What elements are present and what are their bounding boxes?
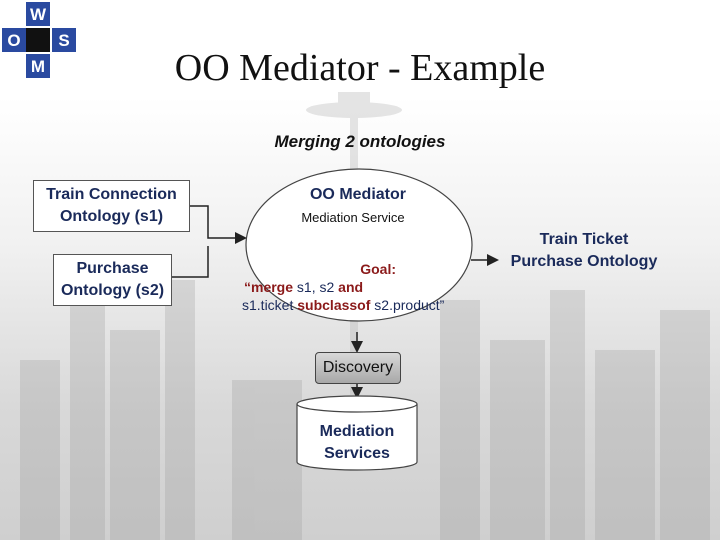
logo-graphic: W S M O — [2, 2, 76, 78]
mediation-services-line2: Services — [324, 445, 390, 462]
logo-letter-m: M — [31, 57, 45, 76]
goal-merge: “merge — [244, 279, 294, 295]
mediation-services-line1: Mediation — [319, 423, 395, 440]
oo-mediator-label: OO Mediator — [309, 186, 406, 203]
logo-letter-w: W — [30, 5, 47, 24]
repository-cylinder — [296, 395, 418, 471]
logo-letter-s: S — [58, 31, 69, 50]
subtitle: Merging 2 ontologies — [274, 132, 446, 151]
connector-s2 — [170, 246, 209, 278]
purchase-line1: Purchase — [76, 260, 149, 277]
goal-ticket: s1.ticket — [242, 297, 298, 313]
purchase-line2: Ontology (s2) — [60, 282, 165, 299]
discovery-box: Discovery — [315, 352, 401, 384]
goal-line-2: s1.ticket subclassof s2.product” — [240, 296, 476, 314]
goal-product: s2.product” — [370, 297, 445, 313]
mediation-service-label: Mediation Service — [301, 210, 405, 225]
mediator-ellipse — [245, 168, 473, 322]
train-ticket-purchase-ontology: Train Ticket Purchase Ontology — [498, 229, 670, 273]
mediation-services-label: Mediation Services — [297, 421, 417, 465]
page-title: OO Mediator - Example — [174, 47, 546, 89]
train-connection-line2: Ontology (s1) — [59, 208, 164, 225]
train-ticket-line1: Train Ticket — [539, 231, 629, 248]
goal-subclassof: subclassof — [297, 297, 371, 313]
connector-s1 — [188, 205, 247, 244]
purchase-ontology-box: Purchase Ontology (s2) — [53, 254, 172, 306]
logo-letter-o: O — [7, 31, 20, 50]
train-connection-line1: Train Connection — [46, 186, 177, 203]
train-ticket-line2: Purchase Ontology — [510, 253, 658, 270]
goal-and: and — [338, 279, 364, 295]
train-connection-ontology-box: Train Connection Ontology (s1) — [33, 180, 190, 232]
logo: W S M O — [0, 0, 82, 82]
goal-line-1: “merge s1, s2 and — [240, 278, 476, 296]
goal-title: Goal: — [360, 261, 396, 277]
goal-text: Goal: “merge s1, s2 and s1.ticket subcla… — [240, 260, 476, 314]
goal-args: s1, s2 — [293, 279, 339, 295]
